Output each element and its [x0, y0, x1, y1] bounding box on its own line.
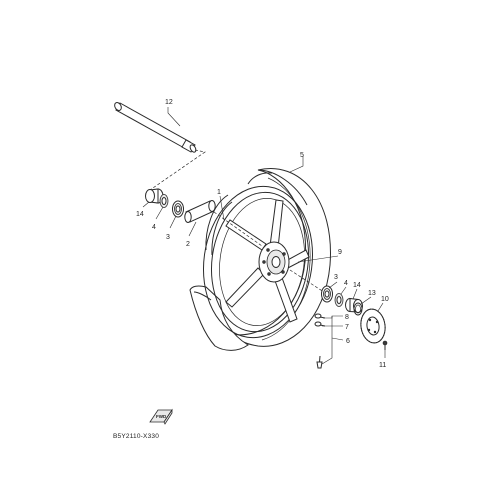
- leader-2: [188, 221, 197, 237]
- callout-8: 8: [345, 314, 349, 321]
- drawing-code: B5Y2110-X330: [113, 433, 159, 440]
- callout-3-left: 3: [166, 234, 170, 241]
- callout-11: 11: [379, 362, 386, 369]
- callout-9: 9: [338, 249, 342, 256]
- oil-seal-part-4-right[interactable]: [334, 293, 344, 307]
- callout-12: 12: [165, 99, 173, 106]
- callout-5: 5: [300, 152, 304, 159]
- callout-4-left: 4: [152, 224, 156, 231]
- leader-13: [360, 296, 372, 305]
- spacer-part-2[interactable]: [184, 200, 216, 223]
- fwd-label: FWD: [156, 414, 167, 419]
- callout-1: 1: [217, 189, 221, 196]
- leader-10: [377, 302, 384, 312]
- valve-part-6[interactable]: [316, 355, 323, 369]
- bolt-part-7[interactable]: [314, 321, 326, 327]
- callout-14-right: 14: [353, 282, 361, 289]
- collar-part-14-left[interactable]: [145, 188, 164, 204]
- leader-12: [167, 107, 181, 127]
- leader-8: [323, 315, 343, 319]
- callout-7: 7: [345, 324, 349, 331]
- callout-6: 6: [346, 338, 350, 345]
- callout-14-left: 14: [136, 211, 144, 218]
- leader-14-left: [142, 201, 150, 208]
- sensor-rotor-part-10[interactable]: [359, 307, 387, 344]
- bearing-part-3-left[interactable]: [172, 200, 184, 218]
- leader-5: [289, 156, 304, 173]
- callout-3-right: 3: [334, 274, 338, 281]
- leader-14-right: [352, 288, 358, 300]
- hub-centerline-right: [289, 269, 331, 297]
- leader-4-left: [155, 206, 164, 220]
- leader-3-left: [169, 215, 177, 229]
- tire-part-5[interactable]: [189, 168, 331, 351]
- leader-4-right: [340, 286, 347, 295]
- bolt-part-8[interactable]: [314, 313, 326, 319]
- leader-1: [219, 195, 225, 221]
- leader-3-right: [328, 281, 338, 289]
- axle-centerline: [149, 149, 206, 191]
- callout-4-right: 4: [344, 280, 348, 287]
- axle-part[interactable]: [113, 101, 197, 153]
- fwd-arrow-icon: FWD: [149, 408, 173, 425]
- callout-10: 10: [381, 296, 389, 303]
- screw-part-11[interactable]: [382, 340, 388, 350]
- bearing-part-3-right[interactable]: [321, 285, 333, 303]
- leader-6-bracket: [321, 316, 344, 365]
- cast-wheel-part-1[interactable]: [194, 179, 322, 345]
- callout-13: 13: [368, 290, 376, 297]
- oil-seal-part-4-left[interactable]: [159, 194, 169, 208]
- circlip-part-13[interactable]: [353, 302, 363, 316]
- callout-2: 2: [186, 241, 190, 248]
- leader-9: [297, 255, 339, 263]
